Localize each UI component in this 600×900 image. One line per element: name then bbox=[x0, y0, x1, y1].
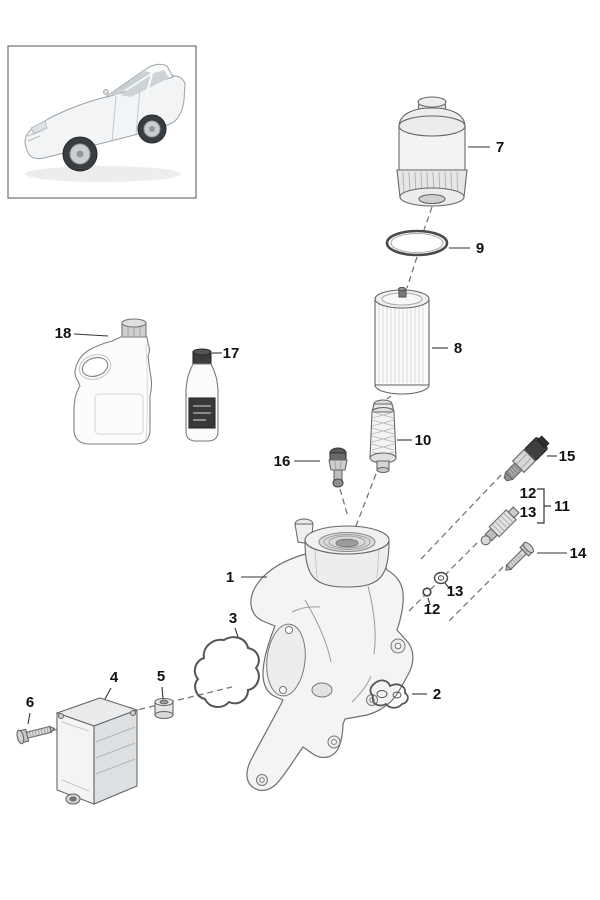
part-standpipe bbox=[369, 399, 397, 474]
callout-leader-lines bbox=[27, 146, 567, 725]
callout-13-group[interactable]: 13 bbox=[520, 504, 537, 521]
headlight bbox=[30, 120, 48, 135]
callout-6[interactable]: 6 bbox=[26, 694, 34, 711]
windshield bbox=[110, 71, 151, 95]
callout-14[interactable]: 14 bbox=[570, 545, 587, 562]
callout-7[interactable]: 7 bbox=[496, 139, 504, 156]
part-gasket-cooler bbox=[193, 636, 260, 708]
callout-2[interactable]: 2 bbox=[433, 686, 441, 703]
callout-16[interactable]: 16 bbox=[274, 453, 291, 470]
part-sealing-ring bbox=[385, 229, 449, 257]
vehicle-illustration bbox=[24, 63, 186, 182]
part-screw-small bbox=[505, 541, 535, 571]
callout-5[interactable]: 5 bbox=[157, 668, 165, 685]
callout-18[interactable]: 18 bbox=[55, 325, 72, 342]
part-filter-housing bbox=[246, 518, 414, 791]
callout-10[interactable]: 10 bbox=[415, 432, 432, 449]
part-oil-bottle-small bbox=[185, 348, 219, 442]
part-o-ring-small bbox=[422, 587, 432, 597]
callout-8[interactable]: 8 bbox=[454, 340, 462, 357]
callout-bracket-11 bbox=[537, 488, 551, 524]
callout-15[interactable]: 15 bbox=[559, 448, 576, 465]
callout-17[interactable]: 17 bbox=[223, 345, 240, 362]
part-washer bbox=[433, 571, 449, 585]
callout-1[interactable]: 1 bbox=[226, 569, 234, 586]
callout-11[interactable]: 11 bbox=[554, 498, 570, 515]
part-oil-container-large bbox=[73, 318, 153, 445]
side-glass bbox=[120, 70, 169, 97]
vehicle-thumbnail bbox=[7, 45, 197, 199]
callout-9[interactable]: 9 bbox=[476, 240, 484, 257]
mirror bbox=[103, 89, 109, 95]
callout-12-group[interactable]: 12 bbox=[520, 485, 537, 502]
part-valve-insert bbox=[328, 447, 348, 488]
part-gasket-small bbox=[369, 679, 409, 709]
callout-3[interactable]: 3 bbox=[229, 610, 237, 627]
part-relief-valve bbox=[480, 506, 520, 546]
part-oil-filter-element bbox=[374, 286, 430, 395]
part-oil-cooler bbox=[55, 697, 139, 805]
callout-12-line[interactable]: 12 bbox=[424, 601, 441, 618]
callout-4[interactable]: 4 bbox=[110, 669, 119, 686]
part-oil-filter-cap bbox=[396, 96, 468, 207]
part-bushing bbox=[154, 697, 174, 720]
part-oil-pressure-sensor bbox=[503, 435, 550, 482]
callout-labels: 7 9 8 10 16 15 12 13 11 14 13 12 1 3 2 4… bbox=[26, 139, 587, 711]
part-screw-cooler bbox=[16, 725, 56, 745]
cooler-mount-face bbox=[266, 623, 306, 697]
callout-13-line[interactable]: 13 bbox=[447, 583, 464, 600]
